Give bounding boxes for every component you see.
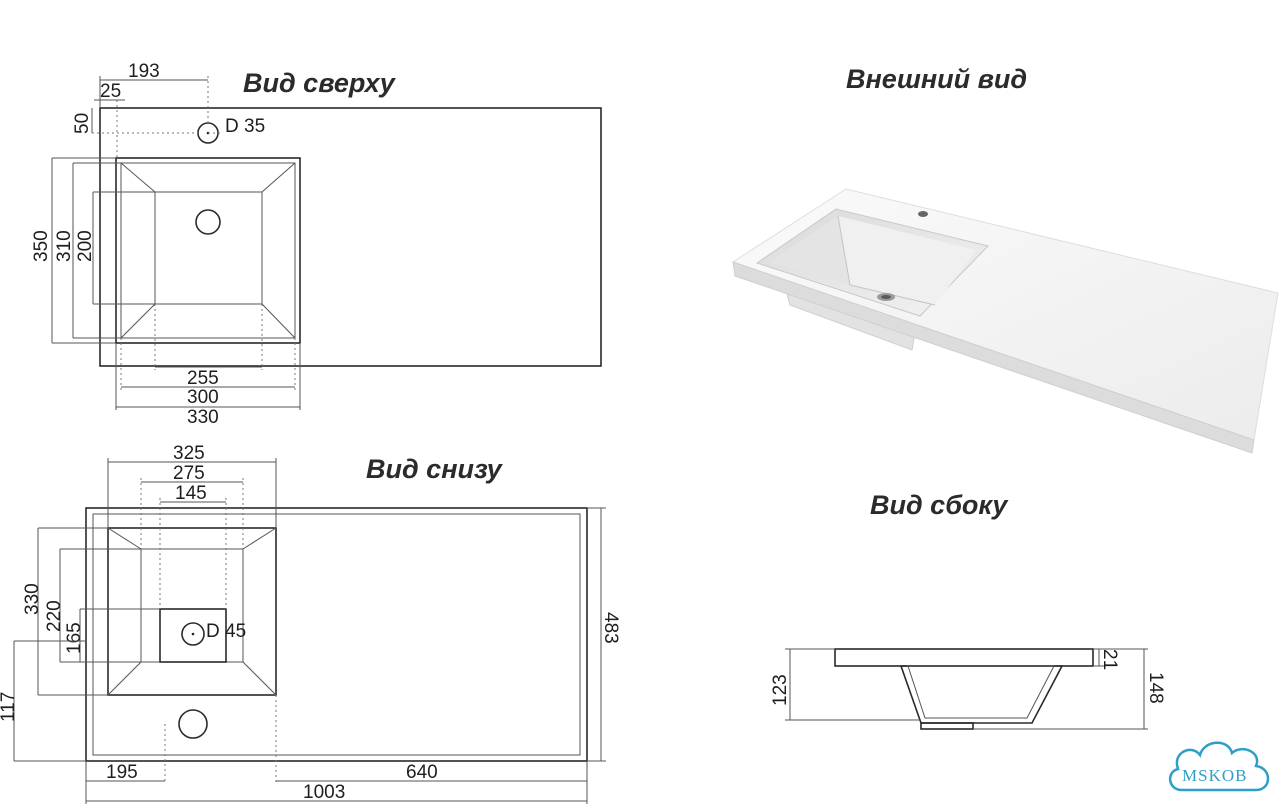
side-view-basin [899,665,1064,724]
dim-220: 220 [44,600,65,632]
logo-text: MSKOB [1182,766,1247,785]
side-view-drain [920,722,974,730]
cloud-icon [1169,741,1270,792]
hole-d45: D 45 [206,621,246,642]
dim-25: 25 [100,81,121,102]
dim-330: 330 [187,407,219,428]
bottom-view-drain-block [159,608,227,663]
top-view-title: Вид сверху [243,68,397,98]
dim-330-bottom: 330 [22,583,43,615]
mskob-logo: MSKOB [1169,741,1270,792]
dim-50: 50 [72,113,93,134]
exterior-view-title: Внешний вид [846,64,1027,94]
bottom-view-title: Вид снизу [366,454,504,484]
side-view: Вид сбоку 123 21 148 [770,490,1166,730]
hole-d35: D 35 [225,116,265,137]
dim-310: 310 [54,230,75,262]
side-view-title: Вид сбоку [870,490,1009,520]
dim-200: 200 [75,230,96,262]
dim-350: 350 [31,230,52,262]
bottom-view-outline [85,507,588,762]
dim-325: 325 [173,443,205,464]
side-view-slab [834,648,1094,667]
top-view: Вид сверху 193 25 D 35 50 [31,61,602,428]
bottom-view-drain [181,622,205,646]
top-view-drain [195,209,221,235]
bottom-view-faucet-hole [178,709,208,739]
bottom-view-inner-edge [92,513,581,756]
top-view-outline [99,107,602,367]
dim-165: 165 [64,622,85,654]
dim-193: 193 [128,61,160,82]
dim-195: 195 [106,762,138,783]
dim-1003: 1003 [303,782,345,803]
dim-255: 255 [187,368,219,389]
top-view-basin-bottom [154,191,263,305]
dim-640: 640 [406,762,438,783]
dim-275: 275 [173,463,205,484]
dim-145: 145 [175,483,207,504]
dim-148: 148 [1145,672,1166,704]
dim-483: 483 [600,612,621,644]
dim-123: 123 [770,674,791,706]
dim-300: 300 [187,387,219,408]
top-view-basin-outer [115,157,301,344]
bottom-view-basin-outer [107,527,277,696]
dim-21: 21 [1099,649,1120,670]
exterior-view: Внешний вид [731,64,1279,454]
top-view-basin-rim [120,162,296,339]
bottom-view: Вид снизу D 45 325 275 145 [0,443,621,804]
dim-117: 117 [0,692,19,722]
